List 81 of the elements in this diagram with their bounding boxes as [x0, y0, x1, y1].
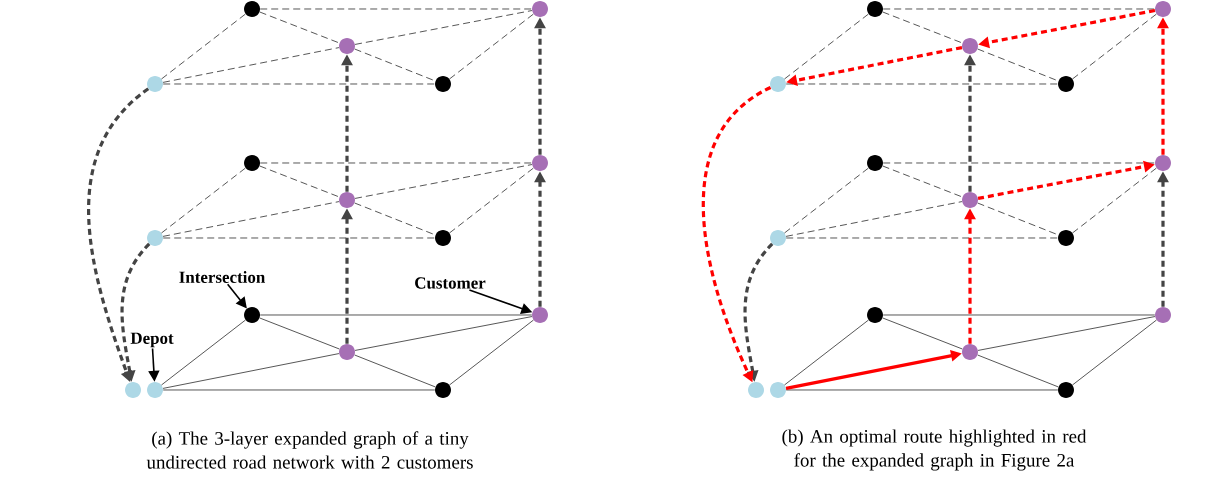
- caption: (a) The 3-layer expanded graph of a tiny undirected road network with 2 customers: [146, 431, 473, 469]
- graph-edge: [354, 10, 533, 45]
- customer-node: [532, 155, 548, 171]
- node-label: Depot: [130, 332, 174, 348]
- graph-edge: [161, 13, 246, 80]
- customer-node: [339, 192, 355, 208]
- intersection-node: [867, 155, 883, 171]
- depot-node: [147, 230, 163, 246]
- graph-edge: [449, 167, 534, 234]
- intersection-node: [867, 307, 883, 323]
- graph-edge: [161, 167, 246, 234]
- intersection-node: [1058, 76, 1074, 92]
- intersection-node: [1058, 382, 1074, 398]
- graph-edge: [977, 316, 1156, 351]
- depot-node: [147, 76, 163, 92]
- customer-node: [1155, 307, 1171, 323]
- intersection-node: [435, 230, 451, 246]
- graph-edge: [354, 354, 436, 388]
- graph-edge: [162, 83, 436, 85]
- graph-edge: [259, 165, 340, 198]
- graph-edge: [1072, 319, 1157, 386]
- graph-edge: [162, 353, 340, 389]
- graph-edge: [259, 314, 533, 316]
- graph-edge: [977, 202, 1059, 236]
- depot-node: [125, 382, 141, 398]
- graph-edge: [882, 11, 963, 44]
- node-label: Intersection: [179, 271, 265, 283]
- graph-edge: [259, 162, 533, 164]
- customer-node: [339, 344, 355, 360]
- graph-edge: [882, 314, 1156, 316]
- graph-edge: [882, 165, 963, 198]
- customer-node: [532, 1, 548, 17]
- depot-node: [770, 76, 786, 92]
- graph-edge: [1072, 167, 1157, 234]
- customer-node: [962, 192, 978, 208]
- customer-node: [339, 38, 355, 54]
- customer-node: [962, 38, 978, 54]
- depot-node: [748, 382, 764, 398]
- graph-edge: [259, 8, 533, 10]
- depot-node: [147, 382, 163, 398]
- graph-edge: [882, 317, 963, 350]
- customer-node: [1155, 155, 1171, 171]
- intersection-node: [867, 1, 883, 17]
- depot-node: [770, 230, 786, 246]
- customer-node: [1155, 1, 1171, 17]
- graph-edge: [259, 11, 340, 44]
- graph-edge: [354, 164, 533, 199]
- graph-edge: [784, 167, 869, 234]
- graph-edge: [161, 319, 246, 386]
- graph-edge: [977, 48, 1059, 82]
- graph-edge: [162, 237, 436, 239]
- graph-edge: [785, 201, 963, 237]
- graph-edge: [882, 162, 1156, 164]
- graph-edge: [784, 13, 869, 80]
- graph-edge: [354, 48, 436, 82]
- depot-node: [770, 382, 786, 398]
- intersection-node: [244, 307, 260, 323]
- customer-node: [962, 344, 978, 360]
- customer-node: [532, 307, 548, 323]
- intersection-node: [244, 155, 260, 171]
- node-label: Customer: [415, 277, 486, 289]
- graph-edge: [449, 13, 534, 80]
- intersection-node: [435, 382, 451, 398]
- intersection-node: [1058, 230, 1074, 246]
- graph-edge: [785, 237, 1059, 239]
- intersection-node: [435, 76, 451, 92]
- graph-edge: [1072, 13, 1157, 80]
- graph-edge: [882, 8, 1156, 10]
- graph-edge: [259, 317, 340, 350]
- graph-edge: [162, 389, 436, 391]
- graph-edge: [785, 389, 1059, 391]
- graph-edge: [449, 319, 534, 386]
- graph-edge: [162, 47, 340, 83]
- graph-edge: [977, 354, 1059, 388]
- graph-edge: [162, 201, 340, 237]
- graph-edge: [354, 202, 436, 236]
- caption: (b) An optimal route highlighted in red for the expanded graph in Figure 2a: [782, 429, 1087, 471]
- graph-edge: [785, 83, 1059, 85]
- intersection-node: [244, 1, 260, 17]
- graph-edge: [354, 316, 533, 351]
- graph-edge: [784, 319, 869, 386]
